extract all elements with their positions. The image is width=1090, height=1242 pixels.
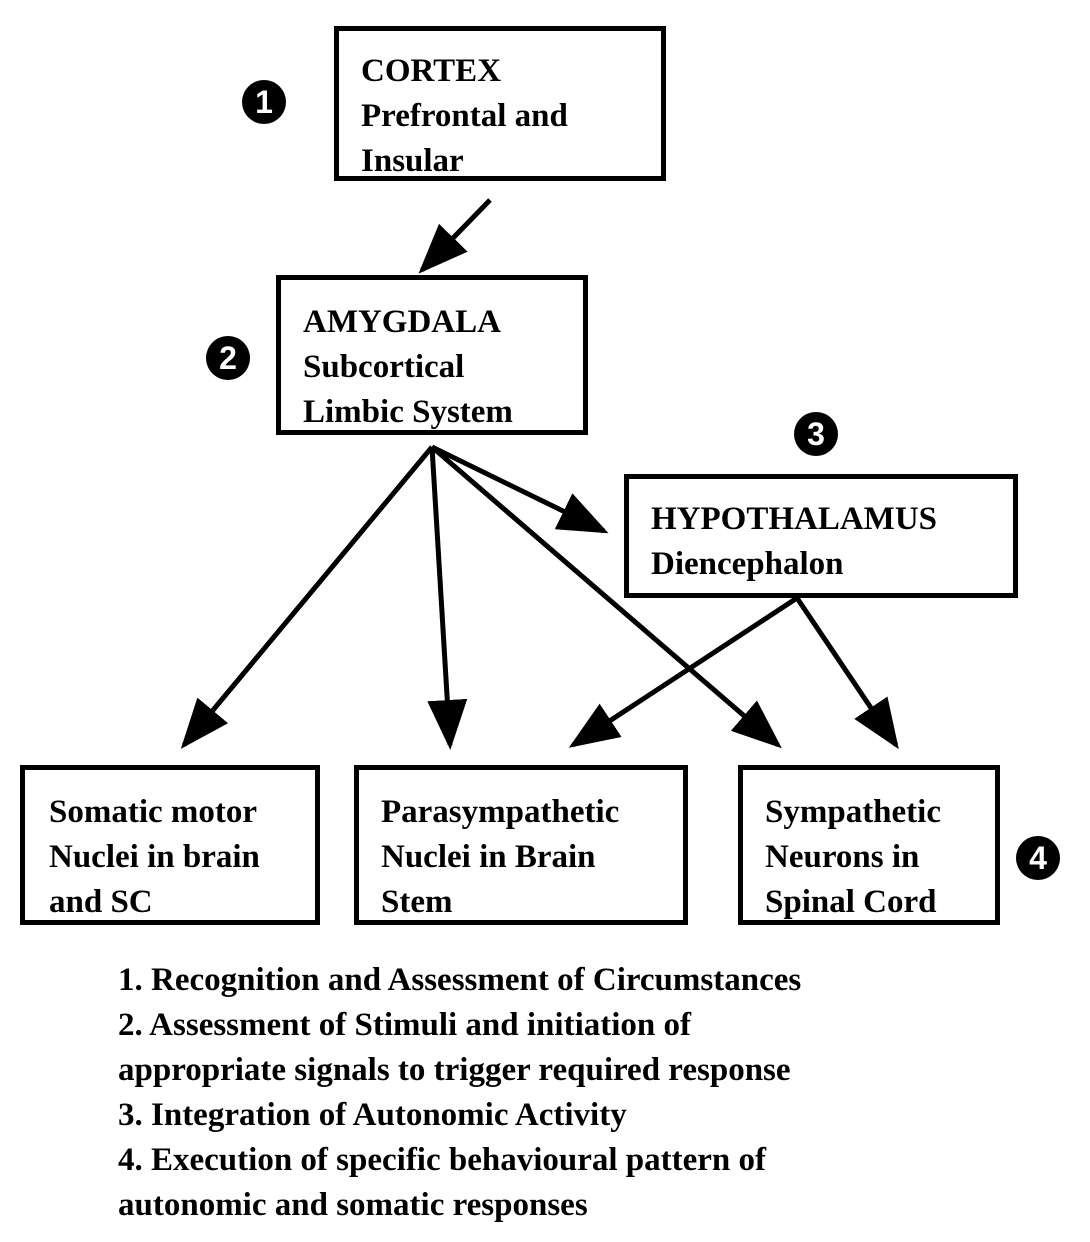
arrow-amygdala-to-parasympathetic [427, 446, 468, 750]
step-1-badge: 1 [242, 80, 286, 124]
legend-line-5: 4. Execution of specific behavioural pat… [118, 1142, 767, 1178]
sympathetic-line-1: Sympathetic [765, 794, 941, 830]
arrow-amygdala-to-sympathetic [430, 445, 782, 749]
legend-line-2: 2. Assessment of Stimuli and initiation … [118, 1007, 691, 1043]
amygdala-title: AMYGDALA [303, 304, 501, 340]
parasympathetic-line-3: Stem [381, 884, 453, 920]
somatic-line-3: and SC [49, 884, 153, 920]
arrow-amygdala-to-somatic [180, 445, 434, 749]
legend-line-4: 3. Integration of Autonomic Activity [118, 1097, 627, 1133]
somatic-motor-box: Somatic motor Nuclei in brain and SC [20, 765, 320, 925]
step-2-badge: 2 [206, 336, 250, 380]
step-3-badge: 3 [794, 412, 838, 456]
sympathetic-box: Sympathetic Neurons in Spinal Cord [738, 765, 1000, 925]
cortex-box: CORTEX Prefrontal and Insular [334, 26, 666, 181]
somatic-line-2: Nuclei in brain [49, 839, 260, 875]
legend: 1. Recognition and Assessment of Circums… [118, 958, 1018, 1228]
legend-line-1: 1. Recognition and Assessment of Circums… [118, 962, 802, 998]
hypothalamus-title: HYPOTHALAMUS [651, 501, 938, 537]
sympathetic-line-2: Neurons in [765, 839, 920, 875]
amygdala-line-1: Subcortical [303, 349, 465, 385]
arrow-cortex-to-amygdala [418, 198, 492, 274]
arrow-hypothalamus-to-parasympathetic [568, 595, 799, 748]
hypothalamus-line-1: Diencephalon [651, 546, 844, 582]
arrow-amygdala-to-hypothalamus [430, 444, 609, 534]
cortex-line-1: Prefrontal and [361, 98, 568, 134]
cortex-line-2: Insular [361, 143, 464, 179]
legend-line-3: appropriate signals to trigger required … [118, 1052, 791, 1088]
arrow-hypothalamus-to-sympathetic [794, 596, 899, 750]
legend-line-6: autonomic and somatic responses [118, 1187, 588, 1223]
parasympathetic-box: Parasympathetic Nuclei in Brain Stem [354, 765, 688, 925]
parasympathetic-line-1: Parasympathetic [381, 794, 620, 830]
hypothalamus-box: HYPOTHALAMUS Diencephalon [624, 474, 1018, 598]
amygdala-box: AMYGDALA Subcortical Limbic System [276, 275, 588, 435]
parasympathetic-line-2: Nuclei in Brain [381, 839, 596, 875]
cortex-title: CORTEX [361, 53, 502, 89]
sympathetic-line-3: Spinal Cord [765, 884, 937, 920]
somatic-line-1: Somatic motor [49, 794, 258, 830]
step-4-badge: 4 [1016, 836, 1060, 880]
amygdala-line-2: Limbic System [303, 394, 513, 430]
